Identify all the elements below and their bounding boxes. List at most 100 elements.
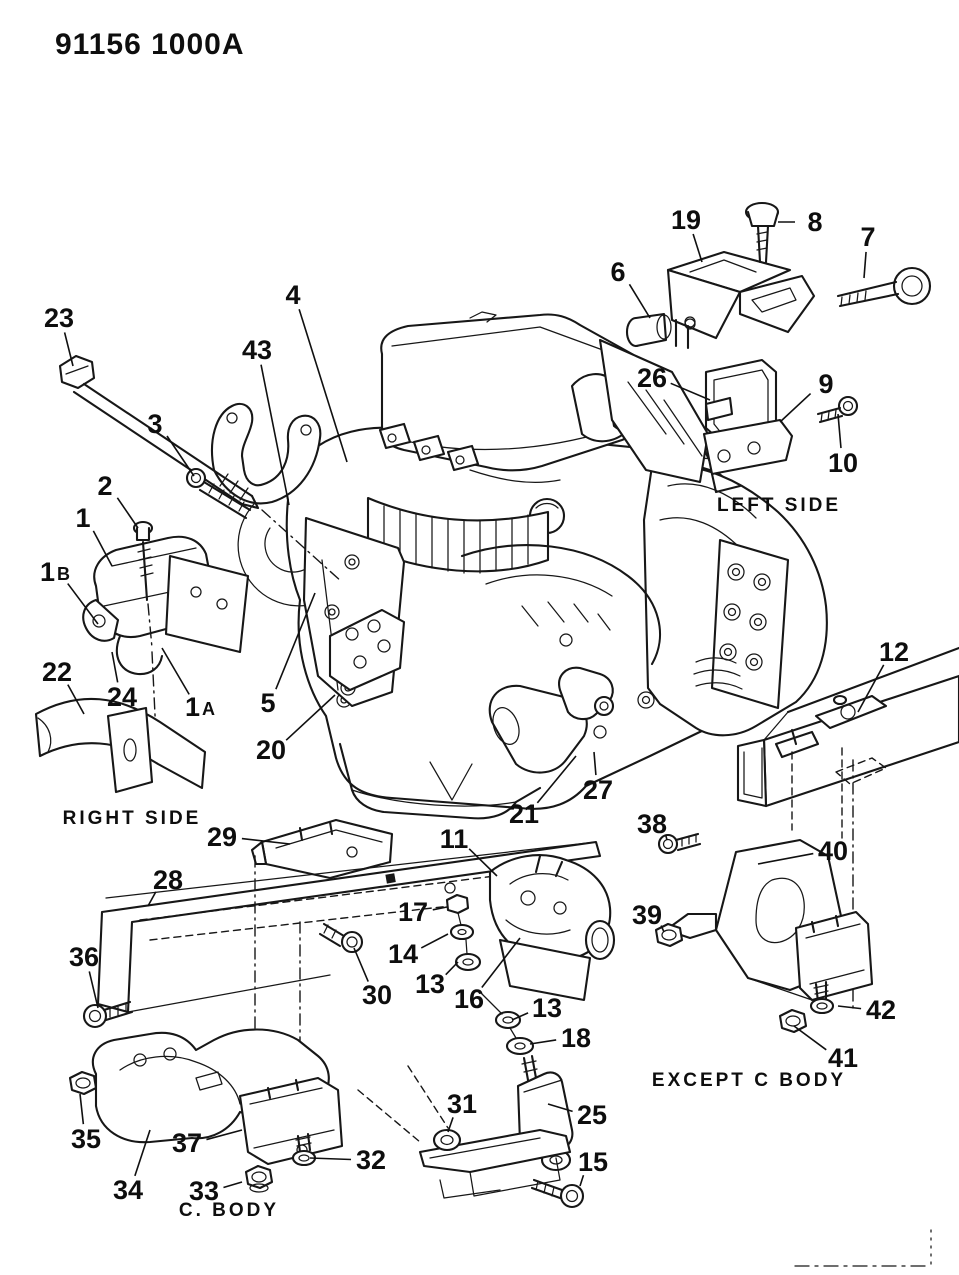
callout-leader-34 bbox=[134, 1129, 151, 1177]
callout-39: 39 bbox=[632, 900, 662, 930]
insulator-26 bbox=[702, 358, 794, 494]
callout-26: 26 bbox=[637, 363, 667, 393]
callout-leader-32 bbox=[309, 1157, 352, 1161]
callout-7: 7 bbox=[860, 222, 875, 252]
callout-17: 17 bbox=[398, 897, 428, 927]
callout-21: 21 bbox=[509, 799, 539, 829]
callout-leader-1B bbox=[67, 583, 99, 625]
callout-leader-35 bbox=[79, 1093, 85, 1125]
fork-hole bbox=[300, 424, 312, 436]
callout-11: 11 bbox=[440, 824, 469, 854]
crossmember-bracket bbox=[357, 1065, 572, 1199]
washer-stack bbox=[445, 893, 482, 972]
engine-mount-right bbox=[82, 520, 250, 737]
callout-19: 19 bbox=[671, 205, 701, 235]
section-label-left-side: LEFT SIDE bbox=[717, 495, 841, 516]
bolt-36 bbox=[82, 1000, 134, 1029]
starter-motor bbox=[488, 666, 615, 774]
callout-leader-3 bbox=[166, 435, 195, 477]
callout-leader-28 bbox=[147, 891, 157, 907]
engine-line-art bbox=[34, 201, 959, 1267]
section-label-c-body: C. BODY bbox=[179, 1200, 279, 1221]
callout-8: 8 bbox=[807, 207, 822, 237]
callout-leader-42 bbox=[837, 1005, 862, 1010]
callout-10: 10 bbox=[828, 448, 858, 478]
section-label-right-side: RIGHT SIDE bbox=[63, 808, 202, 829]
callout-leader-21 bbox=[536, 755, 577, 804]
callout-leader-26 bbox=[670, 382, 711, 401]
callout-leader-12 bbox=[857, 664, 885, 713]
callout-leader-22 bbox=[67, 684, 85, 715]
callout-leader-7 bbox=[863, 251, 867, 279]
callout-1: 1 bbox=[75, 503, 90, 533]
mount-bracket-19 bbox=[666, 250, 816, 350]
callout-32: 32 bbox=[356, 1145, 386, 1175]
callout-leader-16 bbox=[481, 937, 521, 988]
engine-bracket bbox=[302, 516, 406, 708]
callout-24: 24 bbox=[107, 682, 137, 712]
oil-pan bbox=[338, 742, 542, 820]
callout-leader-19 bbox=[692, 233, 703, 263]
callout-6: 6 bbox=[610, 257, 625, 287]
diagram-code: 91156 1000A bbox=[55, 28, 245, 61]
intake-hoops bbox=[570, 338, 710, 484]
callout-leader-9 bbox=[779, 392, 812, 423]
callout-15: 15 bbox=[578, 1147, 608, 1177]
callout-25: 25 bbox=[577, 1100, 607, 1130]
callout-28: 28 bbox=[153, 865, 183, 895]
callout-41: 41 bbox=[828, 1043, 858, 1073]
bolt-42 bbox=[809, 980, 835, 1015]
callout-leader-18 bbox=[529, 1039, 557, 1045]
callout-43: 43 bbox=[242, 335, 272, 365]
callout-leader-38 bbox=[664, 834, 668, 841]
callout-leader-40 bbox=[757, 852, 814, 865]
nut-35 bbox=[68, 1070, 98, 1096]
frame-channel bbox=[736, 646, 959, 1009]
section-label-except-c-body: EXCEPT C BODY bbox=[652, 1070, 846, 1091]
bolt-23 bbox=[58, 354, 343, 583]
callout-12: 12 bbox=[879, 637, 909, 667]
callout-leader-27 bbox=[593, 751, 597, 776]
insulator-37 bbox=[238, 1076, 344, 1166]
bolt-10 bbox=[816, 395, 859, 424]
callout-leader-17 bbox=[432, 906, 448, 911]
bolt-32 bbox=[291, 1132, 317, 1167]
callout-leader-15 bbox=[579, 1174, 585, 1187]
callout-leader-33 bbox=[223, 1181, 243, 1189]
callout-leader-1A bbox=[161, 647, 190, 695]
callout-34: 34 bbox=[113, 1175, 143, 1205]
callout-leader-25 bbox=[547, 1103, 573, 1113]
callout-22: 22 bbox=[42, 657, 72, 687]
callout-leader-4 bbox=[298, 309, 348, 463]
callout-leader-11 bbox=[468, 848, 498, 877]
callout-leader-36 bbox=[88, 971, 99, 1009]
bolt-38 bbox=[657, 832, 702, 855]
callout-leader-6 bbox=[628, 283, 651, 319]
exhaust-manifold bbox=[460, 544, 661, 666]
callout-13: 13 bbox=[532, 993, 562, 1023]
ignition-coils bbox=[378, 422, 561, 484]
bolt-8 bbox=[744, 201, 780, 264]
callout-leader-14 bbox=[420, 933, 449, 949]
fork-hole bbox=[226, 412, 238, 424]
callout-36: 36 bbox=[69, 942, 99, 972]
callout-5: 5 bbox=[260, 688, 275, 718]
bolt-7 bbox=[836, 266, 932, 308]
bolt-15 bbox=[530, 1178, 585, 1209]
callout-35: 35 bbox=[71, 1124, 101, 1154]
callout-leader-29 bbox=[241, 837, 291, 845]
bushing-31 bbox=[432, 1128, 462, 1152]
callout-leader-39 bbox=[660, 925, 665, 933]
callout-9: 9 bbox=[818, 369, 833, 399]
callout-leader-5 bbox=[275, 592, 316, 690]
callout-leader-31 bbox=[447, 1117, 454, 1133]
callout-33: 33 bbox=[189, 1176, 219, 1206]
callout-leader-37 bbox=[206, 1129, 243, 1141]
callout-27: 27 bbox=[583, 775, 613, 805]
callout-37: 37 bbox=[172, 1128, 202, 1158]
frame-rail-right-side bbox=[34, 697, 207, 794]
